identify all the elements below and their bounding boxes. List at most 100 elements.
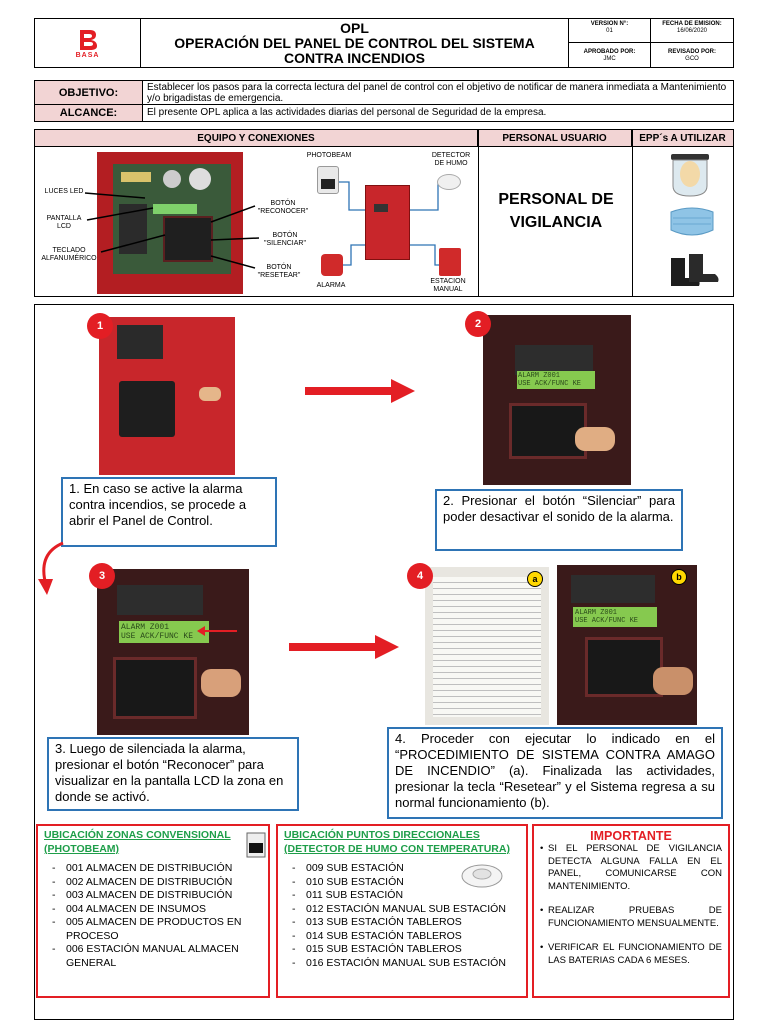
- list-item: -016 ESTACIÓN MANUAL SUB ESTACIÓN: [292, 956, 506, 969]
- hand-image: [653, 667, 693, 695]
- revisado-value: GCO: [685, 56, 699, 62]
- estacion-label: ESTACION MANUAL: [430, 278, 466, 293]
- page-title: OPL OPERACIÓN DEL PANEL DE CONTROL DEL S…: [141, 19, 569, 67]
- pointer-line: [210, 205, 256, 223]
- sensor-window: [321, 179, 335, 189]
- equipment-section: EQUIPO Y CONEXIONES PERSONAL USUARIO EPP…: [34, 129, 734, 297]
- list-item: •SI EL PERSONAL DE VIGILANCIA DETECTA AL…: [540, 843, 722, 892]
- zonas-list: -001 ALMACEN DE DISTRIBUCIÓN -002 ALMACE…: [44, 862, 262, 970]
- right-arrow-icon: [289, 635, 399, 659]
- divider: [478, 130, 479, 296]
- importante-title: IMPORTANTE: [590, 829, 672, 843]
- hand-image: [575, 427, 615, 451]
- list-item: -012 ESTACIÓN MANUAL SUB ESTACIÓN: [292, 902, 506, 915]
- aprobado-value: JMC: [603, 56, 616, 62]
- document-meta: VERSION N°: 01 FECHA DE EMISION: 16/06/2…: [569, 19, 733, 67]
- importante-box: IMPORTANTE •SI EL PERSONAL DE VIGILANCIA…: [532, 824, 730, 998]
- list-item: -014 SUB ESTACIÓN TABLEROS: [292, 929, 462, 942]
- list-item: -009 SUB ESTACIÓN: [292, 862, 404, 874]
- step3-text-box: 3. Luego de silenciada la alarma, presio…: [47, 737, 299, 811]
- luces-led-label: LUCES LED: [44, 188, 84, 195]
- led-panel: [571, 575, 655, 603]
- basa-logo-icon: [79, 29, 97, 50]
- lcd-screen: ALARM Z001 USE ACK/FUNC KE: [119, 621, 209, 643]
- keypad-image: [113, 657, 197, 719]
- alcance-label: ALCANCE:: [35, 105, 143, 121]
- fecha-cell: FECHA DE EMISION: 16/06/2020: [651, 19, 733, 43]
- smoke-detector-icon: [461, 864, 503, 888]
- pointer-line: [210, 255, 256, 269]
- lcd-screen: ALARM Z001 USE ACK/FUNC KE: [517, 371, 595, 389]
- personal-header: PERSONAL USUARIO: [478, 130, 632, 147]
- list-item: -013 SUB ESTACIÓN TABLEROS: [292, 916, 462, 928]
- revisado-cell: REVISADO POR: GCO: [651, 43, 733, 67]
- photobeam-label: PHOTOBEAM: [306, 152, 352, 159]
- puntos-box: UBICACIÓN PUNTOS DIRECCIONALES (DETECTOR…: [276, 824, 528, 998]
- steps-section: 1 ALARM Z001 USE ACK/FUNC KE 2 1. En cas…: [34, 304, 734, 1020]
- panel-screen: [374, 204, 388, 212]
- lcd-line-1: ALARM Z001: [518, 372, 561, 380]
- safety-boots-icon: [671, 254, 719, 286]
- fire-panel-image: [365, 185, 410, 260]
- pantalla-lcd-label: PANTALLA LCD: [46, 215, 82, 230]
- left-arrow-icon: [197, 626, 237, 636]
- teclado-label: TECLADO ALFANUMÉRICO: [41, 247, 97, 262]
- puntos-title: UBICACIÓN PUNTOS DIRECCIONALES (DETECTOR…: [284, 829, 510, 855]
- aprobado-cell: APROBADO POR: JMC: [569, 43, 651, 67]
- step2-text-box: 2. Presionar el botón “Silenciar” para p…: [435, 489, 683, 551]
- procedure-sheet: [433, 577, 541, 717]
- alarma-label: ALARMA: [316, 282, 346, 289]
- lcd-line-2: USE ACK/FUNC KE: [121, 632, 194, 641]
- list-item: •VERIFICAR EL FUNCIONAMIENTO DE LAS BATE…: [540, 942, 722, 966]
- hand-image: [199, 387, 221, 401]
- revisado-label: REVISADO POR:: [667, 49, 716, 55]
- lcd-image: [153, 204, 197, 214]
- step1-badge: 1: [87, 313, 113, 339]
- right-arrow-icon: [305, 379, 415, 403]
- alarm-image: [321, 254, 343, 276]
- step4-b-badge: b: [671, 569, 687, 585]
- detector-label: DETECTOR DE HUMO: [431, 152, 471, 167]
- list-item: •REALIZAR PRUEBAS DE FUNCIONAMIENTO MENS…: [540, 905, 722, 929]
- equipo-header: EQUIPO Y CONEXIONES: [35, 130, 478, 147]
- objetivo-alcance-table: OBJETIVO: Establecer los pasos para la c…: [34, 80, 734, 122]
- list-item: -003 ALMACEN DE DISTRIBUCIÓN: [52, 889, 233, 901]
- step3-badge: 3: [89, 563, 115, 589]
- photobeam-image: [317, 166, 339, 194]
- vent-grille: [119, 381, 175, 437]
- divider: [632, 130, 633, 296]
- list-item: -015 SUB ESTACIÓN TABLEROS: [292, 943, 462, 955]
- title-line-2: OPERACIÓN DEL PANEL DE CONTROL DEL SISTE…: [174, 35, 535, 51]
- boton-reconocer-label: BOTÓN "RECONOCER": [257, 200, 309, 215]
- document-header: BASA OPL OPERACIÓN DEL PANEL DE CONTROL …: [34, 18, 734, 68]
- personal-usuario-text: PERSONAL DE VIGILANCIA: [498, 191, 614, 231]
- curved-arrow-icon: [38, 541, 64, 595]
- keypad-image: [509, 403, 587, 459]
- lcd-line-1: ALARM Z001: [575, 609, 618, 617]
- photobeam-icon: [246, 832, 266, 858]
- alcance-text: El presente OPL aplica a las actividades…: [147, 107, 547, 118]
- version-cell: VERSION N°: 01: [569, 19, 651, 43]
- step3-photo: ALARM Z001 USE ACK/FUNC KE: [97, 569, 249, 735]
- list-item: -005 ALMACEN DE PRODUCTOS EN PROCESO: [52, 916, 242, 942]
- smoke-detector-image: [437, 174, 461, 190]
- component: [121, 172, 151, 182]
- alcance-row: ALCANCE: El presente OPL aplica a las ac…: [35, 105, 733, 121]
- objetivo-text: Establecer los pasos para la correcta le…: [147, 82, 727, 104]
- list-item: -001 ALMACEN DE DISTRIBUCIÓN: [52, 862, 233, 874]
- led-panel: [117, 585, 203, 615]
- title-line-3: CONTRA INCENDIOS: [283, 50, 426, 66]
- pointer-line: [84, 192, 146, 199]
- boton-silenciar-label: BOTÓN "SILENCIAR": [264, 232, 306, 247]
- objetivo-label: OBJETIVO:: [35, 81, 143, 104]
- version-label: VERSION N°:: [590, 21, 629, 27]
- pointer-line: [210, 237, 260, 241]
- list-item: -004 ALMACEN DE INSUMOS: [52, 902, 207, 915]
- version-value: 01: [606, 28, 613, 34]
- list-item: -006 ESTACIÓN MANUAL ALMACEN GENERAL: [52, 943, 239, 969]
- led-panel: [515, 345, 593, 375]
- pointer-line: [100, 234, 166, 253]
- pointer-line: [86, 207, 154, 221]
- importante-list: •SI EL PERSONAL DE VIGILANCIA DETECTA AL…: [540, 843, 722, 967]
- epp-header: EPP´s A UTILIZAR: [632, 130, 733, 147]
